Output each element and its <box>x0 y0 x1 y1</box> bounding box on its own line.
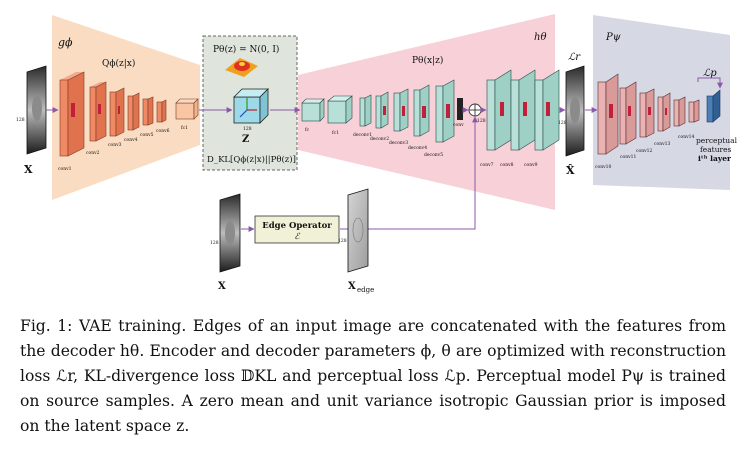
edge-input-size: 128 <box>210 240 219 246</box>
edge-input-x-label: X <box>218 281 226 292</box>
dec-layer-conv8: conv8 <box>500 162 514 168</box>
dec-layer-deconv5: deconv5 <box>424 152 443 158</box>
dec-layer-conv9: conv9 <box>524 162 538 168</box>
decoder-distribution: Pθ(x|z) <box>412 55 443 66</box>
prior-label: Pθ(z) = N(0, I) <box>213 44 279 55</box>
enc-layer-conv5: conv5 <box>140 132 154 138</box>
enc-layer-conv2: conv2 <box>86 150 100 156</box>
dec-layer-fc1: fc1 <box>332 130 339 136</box>
input-size-label: 128 <box>16 117 25 123</box>
perc-features-line1: perceptual <box>696 136 738 145</box>
latent-cube <box>233 88 269 124</box>
encoder-distribution: Qϕ(z|x) <box>102 58 135 69</box>
enc-layer-conv6: conv6 <box>156 128 170 134</box>
figure-caption: Fig. 1: VAE training. Edges of an input … <box>20 317 726 435</box>
dec-layer-deconv2: deconv2 <box>370 136 389 142</box>
dec-size-label: 128 <box>477 118 486 124</box>
concat-node <box>468 103 482 117</box>
recon-size-label: 128 <box>558 120 567 126</box>
encoder-region <box>52 15 200 200</box>
perceptual-loss-label: ℒp <box>703 68 717 79</box>
enc-layer-fc1: fc1 <box>181 125 188 131</box>
latent-z-label: Z <box>242 134 249 145</box>
perc-layer-conv14: conv14 <box>678 134 695 140</box>
decoder-blocks <box>301 69 560 151</box>
edge-image <box>347 188 369 273</box>
decoder-name: hθ <box>534 32 546 43</box>
input-x-label: X <box>24 163 33 176</box>
flow-arrows <box>46 77 723 232</box>
edge-operator-box <box>254 215 340 244</box>
perc-layer-conv13: conv13 <box>654 141 671 147</box>
perc-layer-conv11: conv11 <box>620 154 637 160</box>
dec-layer-deconv1: deconv1 <box>353 132 372 138</box>
latent-size-label: 128 <box>243 126 252 132</box>
perc-features-line3: iᵗʰ layer <box>698 154 732 163</box>
edge-input-image <box>219 193 241 273</box>
recon-x-label: X̂ <box>566 164 575 177</box>
dec-layer-fc: fc <box>305 127 310 133</box>
enc-layer-conv3: conv3 <box>108 142 122 148</box>
edge-operator-title: Edge Operator <box>262 221 332 231</box>
vae-architecture-diagram: 128 X gϕ Qϕ(z|x) conv1 conv2 conv3 conv4… <box>16 14 738 294</box>
encoder-blocks <box>59 71 199 157</box>
gaussian-prior-icon <box>225 58 258 77</box>
dec-layer-deconv3: deconv3 <box>389 140 408 146</box>
dec-layer-conv: conv <box>453 123 464 128</box>
edge-x-subscript: edge <box>357 286 374 294</box>
dec-layer-conv7: conv7 <box>480 162 494 168</box>
dec-layer-deconv4: deconv4 <box>408 145 427 151</box>
recon-loss-label: ℒr <box>568 52 581 63</box>
edge-x-label: X <box>348 281 356 292</box>
enc-layer-conv4: conv4 <box>124 137 138 143</box>
encoder-name: gϕ <box>58 36 73 49</box>
perc-layer-conv12: conv12 <box>636 148 653 154</box>
perceptual-name: Pψ <box>605 32 621 43</box>
perceptual-blocks <box>597 73 721 155</box>
kl-loss-label: D_KL[Qϕ(z|x)||Pθ(z)] <box>207 154 296 165</box>
edge-size-label: 128 <box>338 238 347 244</box>
perc-features-line2: features <box>700 145 732 154</box>
enc-layer-conv1: conv1 <box>58 166 72 172</box>
reconstructed-image <box>565 65 585 157</box>
edge-operator-symbol: ℰ <box>294 232 300 242</box>
input-image <box>26 65 47 155</box>
perc-layer-conv10: conv10 <box>595 164 612 170</box>
